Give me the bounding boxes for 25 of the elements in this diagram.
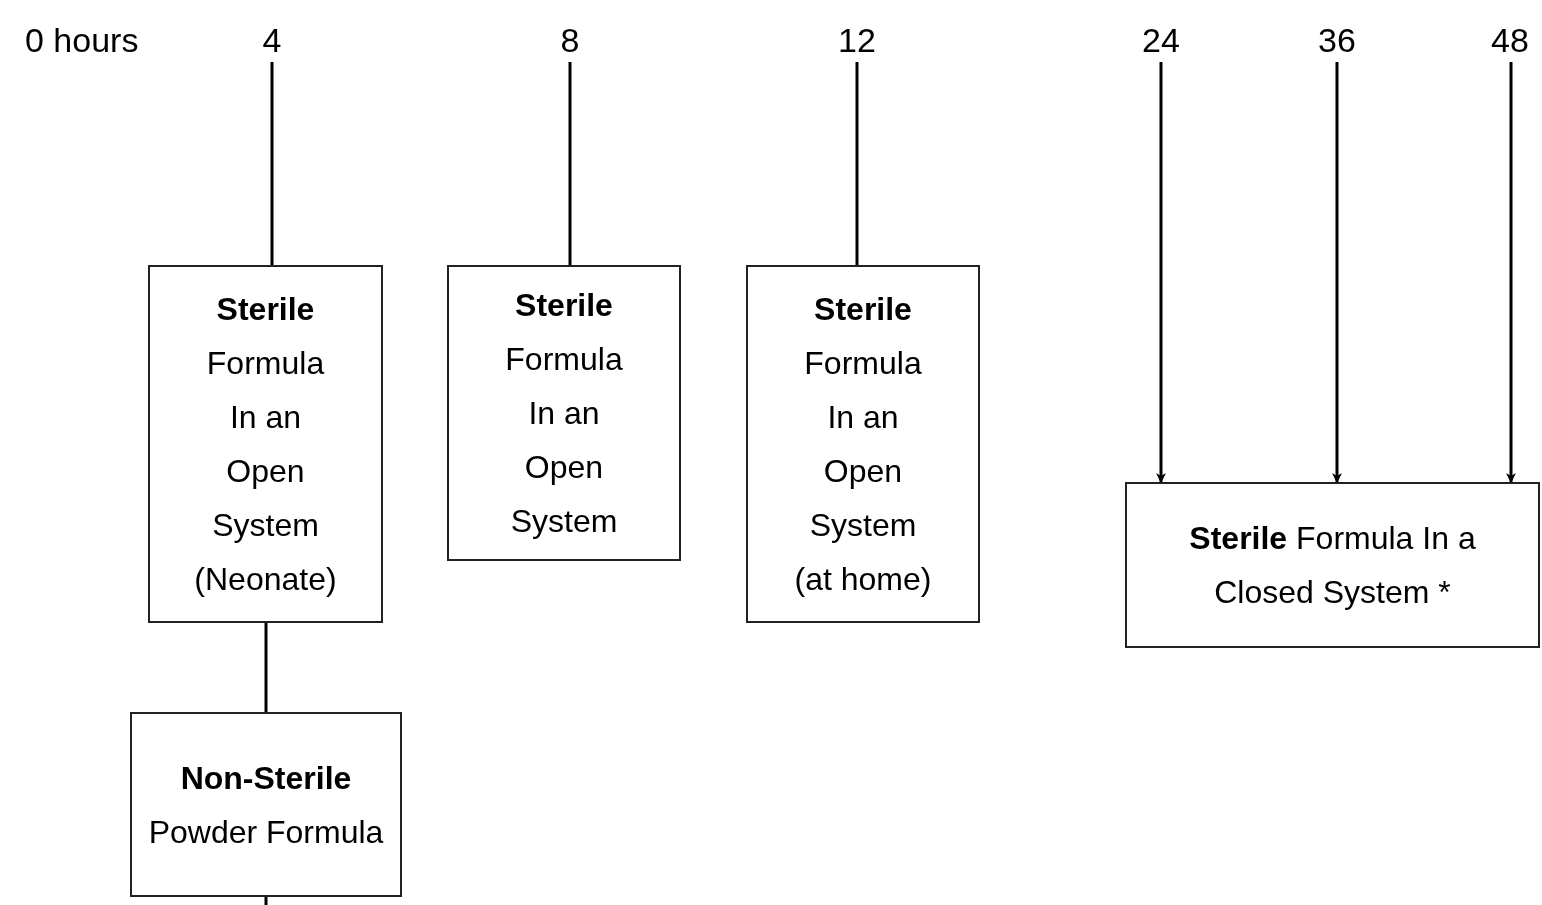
time-label: 8	[545, 18, 595, 62]
arrow	[1332, 62, 1342, 483]
time-label: 36	[1307, 18, 1367, 62]
arrow	[1156, 62, 1166, 483]
formula-box	[1125, 482, 1540, 648]
box-text: Sterile Formula In an Open System (Neonate)	[193, 290, 338, 599]
connector-line	[270, 62, 274, 265]
time-label: 12	[832, 18, 882, 62]
connector-line	[264, 623, 268, 712]
time-label: 4	[247, 18, 297, 62]
box-text: Sterile Formula In a Closed System *	[1188, 519, 1477, 612]
time-label: 48	[1481, 18, 1539, 62]
formula-box	[148, 265, 383, 623]
time-label: 24	[1131, 18, 1191, 62]
connector-line	[264, 897, 268, 905]
arrow	[1506, 62, 1516, 483]
connector-line	[568, 62, 572, 265]
formula-box	[130, 712, 402, 897]
formula-box	[746, 265, 980, 623]
box-text: Sterile Formula In an Open System (at home)	[793, 290, 933, 599]
axis-label: 0 hours	[25, 20, 139, 61]
connector-line	[855, 62, 859, 265]
formula-box	[447, 265, 681, 561]
box-text: Non-Sterile Powder Formula	[147, 758, 385, 852]
box-text: Sterile Formula In an Open System	[504, 286, 624, 541]
